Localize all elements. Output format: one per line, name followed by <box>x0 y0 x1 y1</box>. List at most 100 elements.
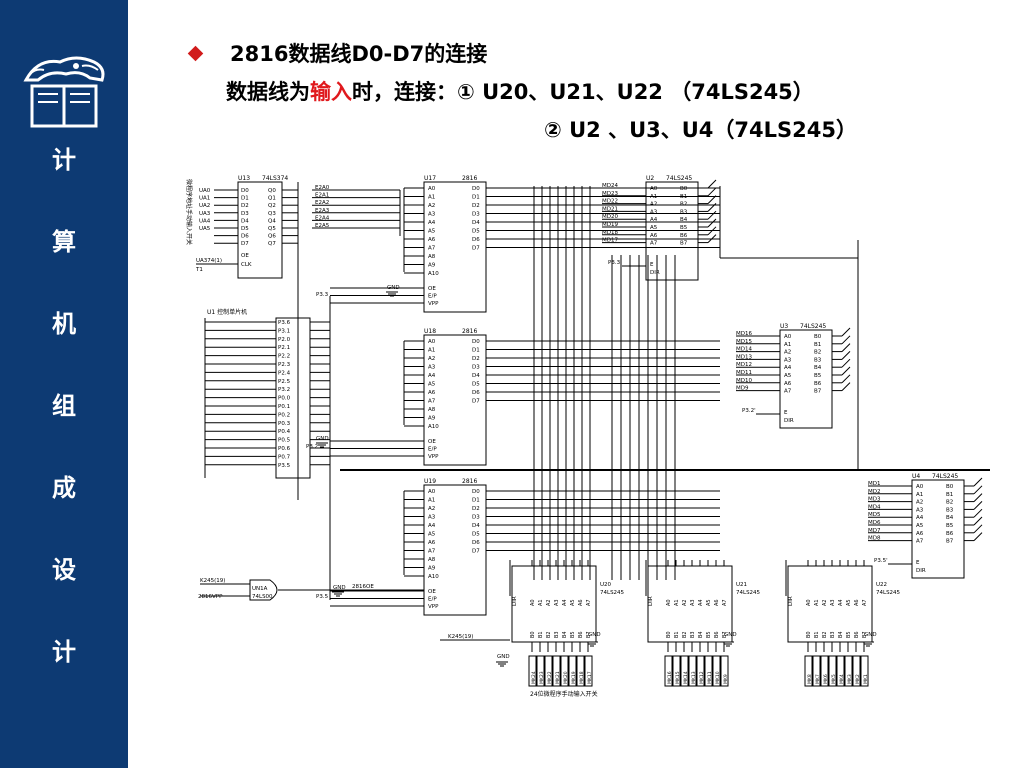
buf-ctrl-net: P3.2' <box>742 408 756 414</box>
right-buffer-chip <box>645 181 699 281</box>
u13-clk-pinnum: T1 <box>195 267 203 273</box>
eeprom-addr-pin: A6 <box>428 540 436 546</box>
buf-b-pin: B6 <box>680 233 688 239</box>
eeprom-addr-pin: A8 <box>428 407 436 413</box>
switch-net: MK13 <box>691 671 697 684</box>
bottom-buffer-name: U22 <box>876 582 887 588</box>
eeprom-addr-pin: A7 <box>428 399 436 405</box>
bottom-buf-a-pin: A6 <box>714 599 720 606</box>
u13-q-pin: Q7 <box>268 241 276 247</box>
u1-port: P0.2 <box>278 412 290 418</box>
eeprom-data-pin: D5 <box>472 229 480 235</box>
switch-net: MK8 <box>807 674 813 684</box>
switch-net: MK3 <box>847 674 853 684</box>
buf-out-wire <box>841 343 851 352</box>
bottom-buf-b-pin: B1 <box>814 631 820 638</box>
bottom-buf-b-pin: B7 <box>586 631 592 638</box>
eeprom-ctrl-pin: OE <box>428 589 436 595</box>
switch-box <box>544 655 553 687</box>
gnd-label: GND <box>864 632 877 638</box>
buf-a-pin: A5 <box>784 373 792 379</box>
buf-a-pin: A3 <box>650 209 658 215</box>
eeprom-data-pin: D6 <box>472 237 480 243</box>
bottom-buf-a-pin: A2 <box>546 599 552 606</box>
buf-b-pin: B6 <box>946 531 954 537</box>
switch-box <box>528 655 537 687</box>
eeprom-data-pin: D6 <box>472 390 480 396</box>
e2-net: E2A4 <box>315 215 330 221</box>
buf-net: MD18 <box>602 230 618 236</box>
bottom-buf-a-pin: A7 <box>722 599 728 606</box>
eeprom-part: 2816 <box>462 478 477 485</box>
sidebar-title-char: 组 <box>52 391 76 420</box>
u13-in-net: UA0 <box>199 188 211 194</box>
eeprom-addr-pin: A1 <box>428 348 435 354</box>
net-label-p32: P3.2 <box>306 444 318 450</box>
switch-net: MK19 <box>571 671 577 684</box>
u13-in-net: UA1 <box>199 196 210 202</box>
eeprom-addr-pin: A10 <box>428 271 439 277</box>
eeprom-addr-pin: A5 <box>428 229 436 235</box>
eeprom-ctrl-pin: VPP <box>428 454 439 460</box>
buf-net: MD12 <box>736 362 752 368</box>
eeprom-data-pin: D6 <box>472 540 480 546</box>
right-buffer-name: U3 <box>780 323 788 330</box>
buf-b-pin: B4 <box>680 217 688 223</box>
buf-out-wire <box>841 374 851 384</box>
gnd-label: GND <box>333 585 346 591</box>
buf-a-pin: A6 <box>916 531 924 537</box>
u1-port: P0.5 <box>278 438 291 444</box>
buf-e-pin: E <box>916 560 920 566</box>
buf-net: MD17 <box>602 238 618 244</box>
eeprom-addr-pin: A2 <box>428 203 435 209</box>
header-line-1: 2816数据线D0-D7的连接 <box>230 42 488 66</box>
switch-box <box>704 655 713 687</box>
bottom-buf-b-pin: B2 <box>822 631 828 638</box>
switch-net: MK24 <box>531 671 537 684</box>
bottom-buffer-chip <box>787 565 873 643</box>
eeprom-data-pin: D0 <box>472 339 480 345</box>
sidebar-title-char: 算 <box>52 227 76 256</box>
buf-b-pin: B7 <box>680 241 688 247</box>
buf-net: MD8 <box>868 536 881 542</box>
u13-in-net: UA2 <box>199 203 210 209</box>
k245-label: K245(19) <box>448 634 473 640</box>
buf-net: MD9 <box>736 386 749 392</box>
eeprom-data-pin: D5 <box>472 532 480 538</box>
bottom-buffer-chip <box>511 565 597 643</box>
u1-title: U1 控制单片机 <box>207 308 247 316</box>
eeprom-data-pin: D2 <box>472 203 480 209</box>
bottom-buf-b-pin: B1 <box>538 631 544 638</box>
eeprom-ctrl-pin: OE <box>428 286 436 292</box>
switch-net: MK5 <box>831 674 837 684</box>
u1-port: P3.5 <box>278 463 291 469</box>
bottom-buf-b-pin: B7 <box>862 631 868 638</box>
switch-box <box>664 655 673 687</box>
u1-port: P3.2 <box>278 387 290 393</box>
switch-box <box>812 655 821 687</box>
eeprom-data-pin: D1 <box>472 348 480 354</box>
buf-net: MD5 <box>868 512 881 518</box>
u13-d-pin: D2 <box>241 203 249 209</box>
gate-part: 74LS00 <box>252 594 273 600</box>
buf-b-pin: B1 <box>814 342 821 348</box>
buf-b-pin: B2 <box>946 500 953 506</box>
switch-box <box>552 655 561 687</box>
buf-a-pin: A7 <box>916 539 924 545</box>
switch-net: MK21 <box>555 671 561 684</box>
buf-a-pin: A6 <box>650 233 658 239</box>
eeprom-name: U18 <box>424 328 436 335</box>
e2-net: E2A3 <box>315 208 330 214</box>
eeprom-addr-pin: A2 <box>428 356 435 362</box>
u1-port: P0.1 <box>278 404 290 410</box>
u13-clk-net: UA374(1) <box>196 258 222 264</box>
lion-crest-logo-icon <box>23 56 105 128</box>
switch-box <box>820 655 829 687</box>
bottom-buf-b-pin: B6 <box>714 631 720 638</box>
bottom-buf-b-pin: B0 <box>806 631 812 638</box>
bottom-buf-a-pin: A5 <box>706 599 712 606</box>
u1-port: P2.1 <box>278 345 290 351</box>
eeprom-addr-pin: A0 <box>428 489 436 495</box>
buf-net: MD1 <box>868 481 880 487</box>
buf-out-wire <box>707 226 717 236</box>
